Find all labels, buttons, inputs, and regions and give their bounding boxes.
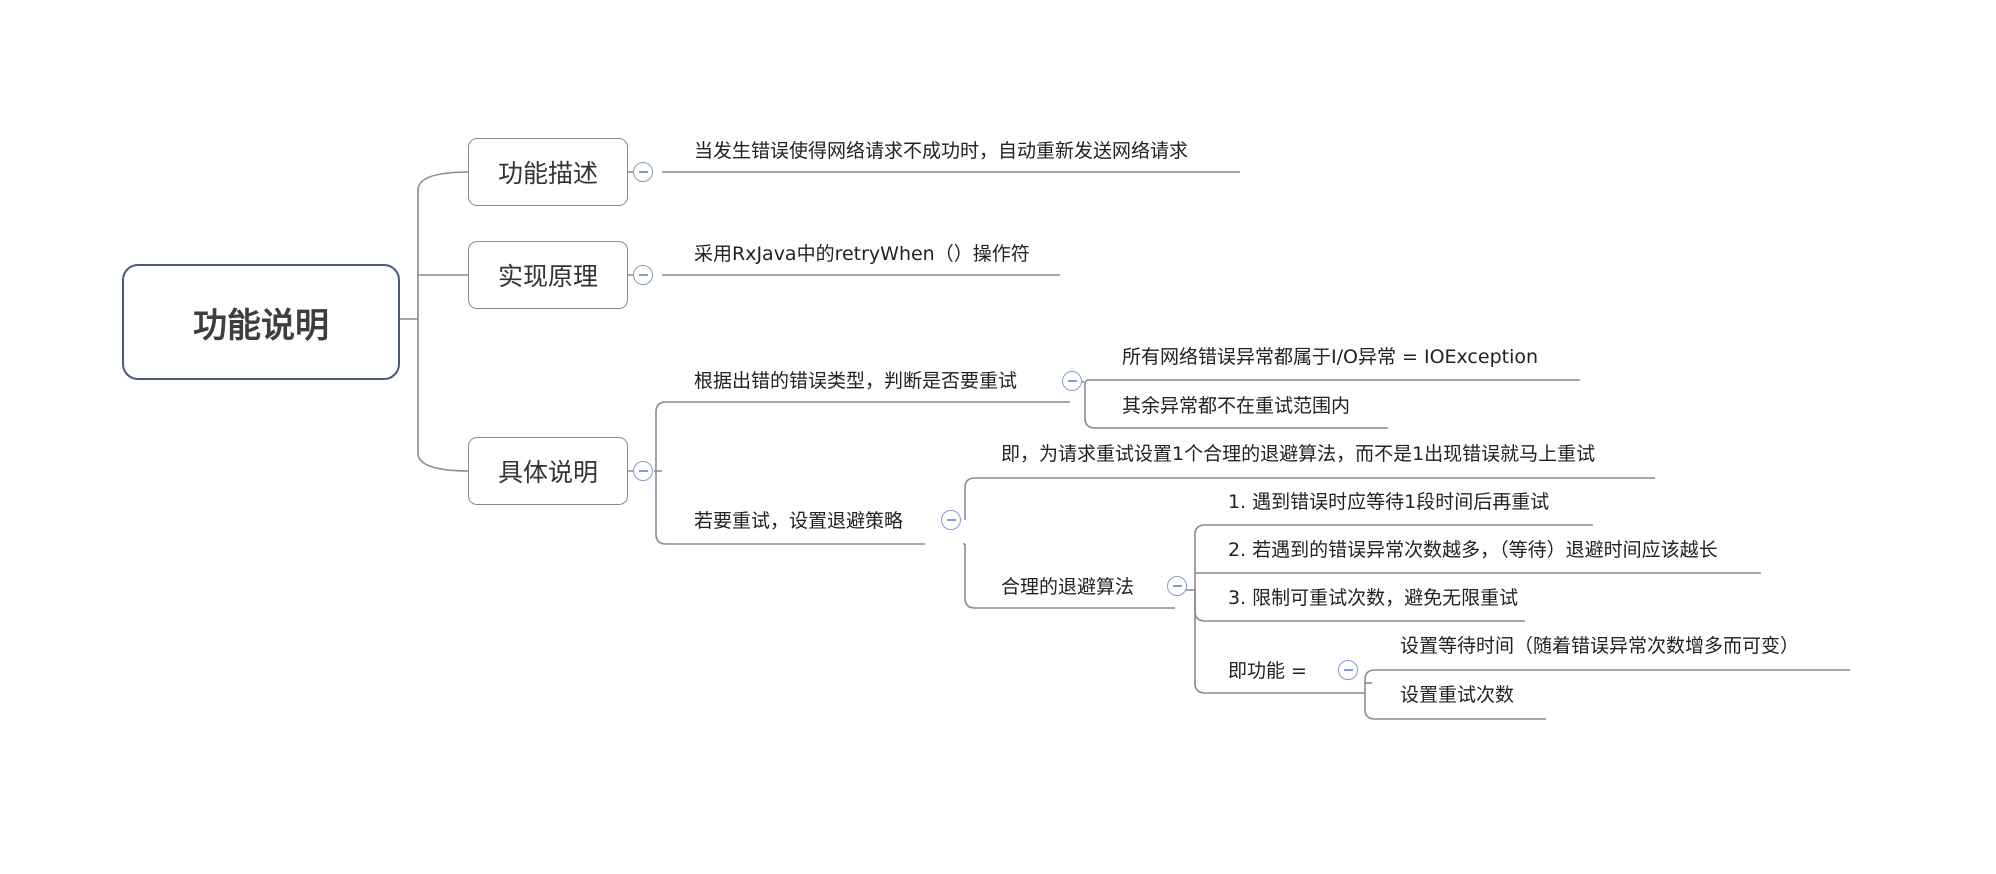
collapse-icon[interactable] xyxy=(1167,576,1187,596)
node-description-label: 功能描述 xyxy=(497,159,598,188)
collapse-icon[interactable] xyxy=(633,162,653,182)
node-principle-label: 实现原理 xyxy=(497,262,598,291)
node-details[interactable]: 具体说明 xyxy=(468,437,628,505)
collapse-icon[interactable] xyxy=(633,265,653,285)
error-type-child-1[interactable]: 所有网络错误异常都属于I/O异常 = IOException xyxy=(1122,346,1539,368)
collapse-icon[interactable] xyxy=(1062,371,1082,391)
node-principle[interactable]: 实现原理 xyxy=(468,241,628,309)
node-details-label: 具体说明 xyxy=(497,458,598,487)
error-type-child-2[interactable]: 其余异常都不在重试范围内 xyxy=(1122,395,1351,417)
collapse-icon[interactable] xyxy=(633,461,653,481)
root-node-label: 功能说明 xyxy=(193,305,329,346)
collapse-icon[interactable] xyxy=(1338,660,1358,680)
function-item-2[interactable]: 设置重试次数 xyxy=(1400,684,1515,706)
function-item-1[interactable]: 设置等待时间（随着错误异常次数增多而可变） xyxy=(1400,635,1800,657)
root-node[interactable]: 功能说明 xyxy=(122,264,400,380)
function-label[interactable]: 即功能 = xyxy=(1228,660,1307,682)
algorithm-rule-1[interactable]: 1. 遇到错误时应等待1段时间后再重试 xyxy=(1228,491,1550,513)
algorithm-rule-2[interactable]: 2. 若遇到的错误异常次数越多，（等待）退避时间应该越长 xyxy=(1228,539,1718,561)
algorithm-rule-3[interactable]: 3. 限制可重试次数，避免无限重试 xyxy=(1228,587,1519,609)
description-text: 当发生错误使得网络请求不成功时，自动重新发送网络请求 xyxy=(694,140,1189,162)
by-error-type-label[interactable]: 根据出错的错误类型，判断是否要重试 xyxy=(694,370,1018,392)
principle-text: 采用RxJava中的retryWhen（）操作符 xyxy=(694,243,1030,265)
collapse-icon[interactable] xyxy=(941,510,961,530)
node-description[interactable]: 功能描述 xyxy=(468,138,628,206)
backoff-strategy-label[interactable]: 若要重试，设置退避策略 xyxy=(694,510,904,532)
algorithm-label[interactable]: 合理的退避算法 xyxy=(1001,576,1135,598)
backoff-meaning[interactable]: 即，为请求重试设置1个合理的退避算法，而不是1出现错误就马上重试 xyxy=(1001,443,1596,465)
